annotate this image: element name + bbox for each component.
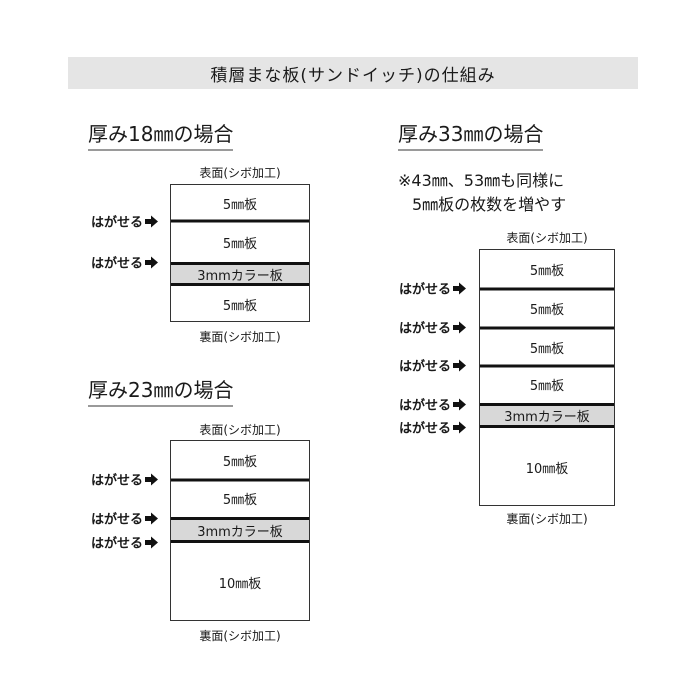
section-23-peel-marker-1: はがせる: [91, 470, 159, 489]
peel-label: はがせる: [91, 256, 144, 272]
right-arrow-icon: [145, 215, 159, 227]
section-18-board-stack: 5㎜板 5㎜板 3mmカラー板 5㎜板: [170, 184, 310, 322]
section-33-separator-2: [480, 326, 614, 330]
peel-label: はがせる: [399, 421, 452, 437]
section-23-board-1: 5㎜板: [171, 441, 309, 480]
section-18-board-1: 5㎜板: [171, 185, 309, 221]
section-33-peel-marker-3: はがせる: [399, 356, 467, 375]
section-33-peel-marker-4: はがせる: [399, 395, 467, 414]
section-18-top-label: 表面(シボ加工): [199, 166, 281, 180]
right-arrow-icon: [453, 321, 467, 333]
section-23-peel-marker-2: はがせる: [91, 509, 159, 528]
section-18-color-board-label: 3mmカラー板: [197, 268, 283, 284]
section-33-top-label: 表面(シボ加工): [506, 231, 588, 245]
right-arrow-icon: [145, 256, 159, 268]
section-18-board-4-label: 5㎜板: [222, 298, 258, 314]
peel-label: はがせる: [399, 398, 452, 414]
section-33-board-4: 5㎜板: [480, 366, 614, 403]
section-33-peel-marker-1: はがせる: [399, 279, 467, 298]
section-23-color-board-label: 3mmカラー板: [197, 524, 283, 540]
section-23-bottom-label: 裏面(シボ加工): [199, 629, 281, 643]
section-18-board-1-label: 5㎜板: [222, 197, 258, 213]
peel-label: はがせる: [399, 321, 452, 337]
right-arrow-icon: [453, 421, 467, 433]
peel-label: はがせる: [399, 359, 452, 375]
section-33-color-board: 3mmカラー板: [480, 403, 614, 428]
section-23-title: 厚み23㎜の場合: [88, 378, 234, 407]
section-23-board-4-label: 10㎜板: [218, 576, 262, 592]
section-18-color-board: 3mmカラー板: [171, 262, 309, 286]
right-arrow-icon: [453, 398, 467, 410]
page-title: 積層まな板(サンドイッチ)の仕組み: [210, 65, 496, 86]
section-33-board-4-label: 5㎜板: [529, 379, 565, 394]
section-23-board-stack: 5㎜板 5㎜板 3mmカラー板 10㎜板: [170, 440, 310, 621]
section-18-title: 厚み18㎜の場合: [88, 122, 234, 151]
section-23-separator-1: [171, 478, 309, 482]
section-33-board-2-label: 5㎜板: [529, 303, 565, 318]
section-33-separator-1: [480, 287, 614, 291]
section-23-color-board: 3mmカラー板: [171, 517, 309, 543]
section-18-peel-marker-1: はがせる: [91, 212, 159, 231]
section-33-board-6: 10㎜板: [480, 428, 614, 506]
section-18-bottom-label: 裏面(シボ加工): [199, 330, 281, 344]
section-33-board-1: 5㎜板: [480, 250, 614, 289]
section-33-separator-3: [480, 364, 614, 368]
section-33-board-1-label: 5㎜板: [529, 264, 565, 279]
section-33-title: 厚み33㎜の場合: [398, 122, 544, 151]
section-18-board-4: 5㎜板: [171, 286, 309, 322]
section-18-board-2: 5㎜板: [171, 221, 309, 263]
peel-label: はがせる: [91, 215, 144, 231]
section-33-peel-marker-2: はがせる: [399, 318, 467, 337]
section-23-board-4: 10㎜板: [171, 543, 309, 621]
section-33-board-3-label: 5㎜板: [529, 341, 565, 357]
section-33-note-line-2: 5㎜板の枚数を増やす: [412, 195, 567, 214]
right-arrow-icon: [453, 359, 467, 371]
peel-label: はがせる: [91, 473, 144, 489]
section-33-note-line-1: ※43㎜、53㎜も同様に: [398, 171, 565, 190]
page-title-banner: 積層まな板(サンドイッチ)の仕組み: [68, 57, 638, 89]
right-arrow-icon: [145, 473, 159, 485]
section-18-peel-marker-2: はがせる: [91, 253, 159, 272]
section-33-board-6-label: 10㎜板: [525, 461, 569, 477]
peel-label: はがせる: [91, 536, 144, 552]
section-23-board-1-label: 5㎜板: [222, 455, 258, 470]
section-33-color-board-label: 3mmカラー板: [504, 410, 590, 425]
section-18-separator-1: [171, 219, 309, 223]
section-33-peel-marker-5: はがせる: [399, 418, 467, 437]
section-33-board-3: 5㎜板: [480, 328, 614, 366]
section-23-peel-marker-3: はがせる: [91, 533, 159, 552]
peel-label: はがせる: [91, 512, 144, 528]
section-23-board-2-label: 5㎜板: [222, 493, 258, 508]
section-23-top-label: 表面(シボ加工): [199, 423, 281, 437]
right-arrow-icon: [453, 282, 467, 294]
section-33-board-stack: 5㎜板 5㎜板 5㎜板 5㎜板 3mmカラー板 10㎜板: [479, 249, 615, 506]
section-33-bottom-label: 裏面(シボ加工): [506, 512, 588, 526]
right-arrow-icon: [145, 536, 159, 548]
peel-label: はがせる: [399, 282, 452, 298]
right-arrow-icon: [145, 512, 159, 524]
section-23-board-2: 5㎜板: [171, 480, 309, 517]
section-33-board-2: 5㎜板: [480, 289, 614, 328]
section-18-board-2-label: 5㎜板: [222, 236, 258, 252]
